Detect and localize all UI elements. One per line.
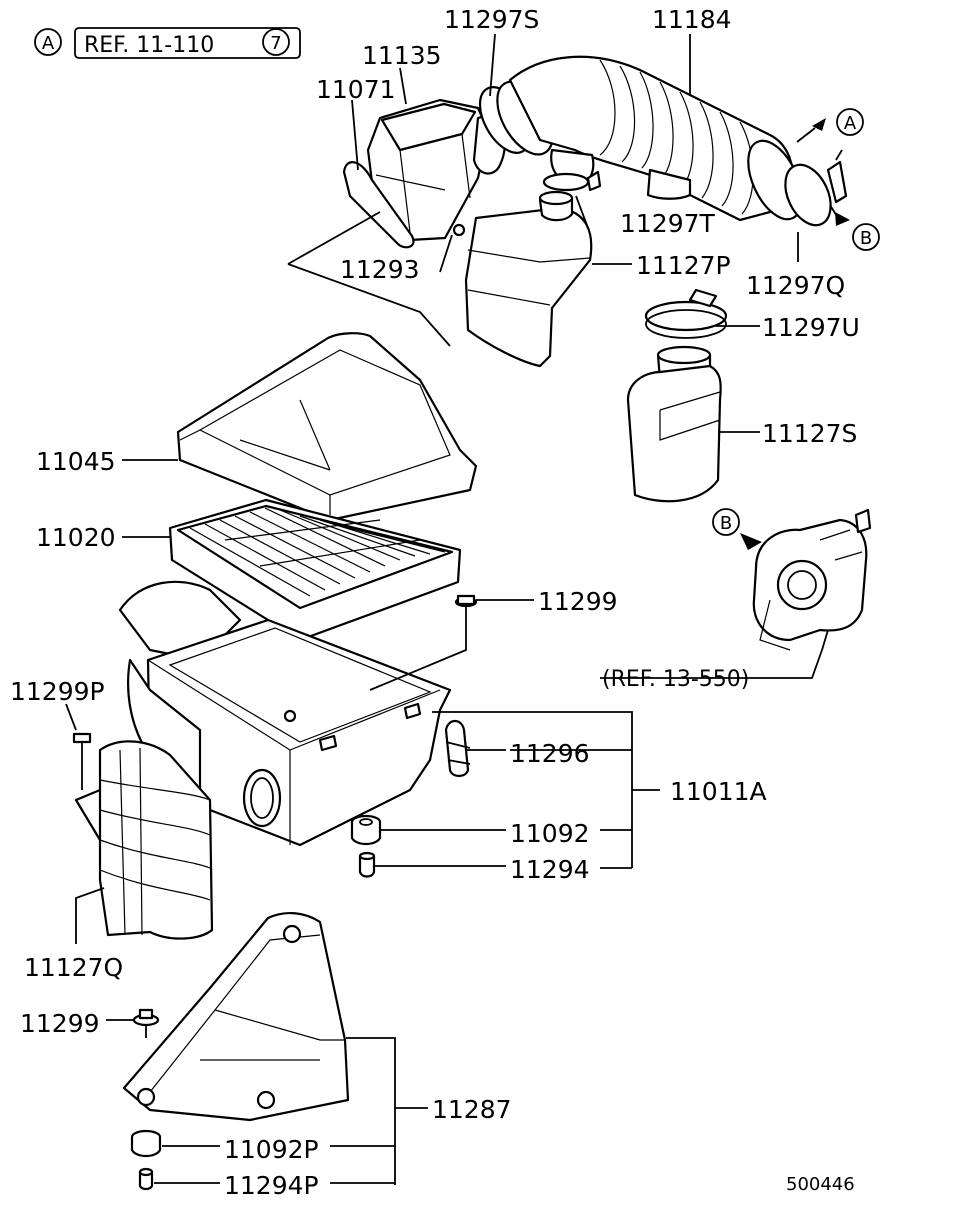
label-11127s: 11127S [762,419,857,448]
collar-11294p [138,1167,154,1191]
air-cleaner-cover [176,332,478,522]
ref-bottom-marker-b: B [720,513,732,534]
label-11287: 11287 [432,1095,512,1124]
label-11296: 11296 [510,739,590,768]
bolt-11299-lower [132,1008,160,1038]
label-11299p: 11299P [10,677,105,706]
label-11299-upper: 11299 [538,587,618,616]
ref-marker-a: A [42,33,55,54]
throttle-body: B [712,508,872,651]
collar-11294 [358,851,376,878]
small-hose [542,148,602,192]
label-11071: 11071 [316,75,396,104]
label-11297u: 11297U [762,313,860,342]
diagram-id: 500446 [786,1174,855,1195]
ref-top: A REF. 11-110 7 [34,27,301,59]
label-11294: 11294 [510,855,590,884]
label-11092p: 11092P [224,1135,319,1164]
label-11299-lower: 11299 [20,1009,100,1038]
label-11020: 11020 [36,523,116,552]
arrow-markers: A B [836,108,880,251]
ref-bottom-text: (REF. 13-550) [602,667,749,692]
air-filter-element [168,498,462,642]
grommet-11092p [130,1129,162,1158]
resonator-11127p [464,190,593,368]
ref-marker-a-circle [34,28,62,56]
bracket-11287 [122,912,350,1122]
label-11297q: 11297Q [746,271,845,300]
label-11294p: 11294P [224,1171,319,1200]
resonator-11127q [74,740,214,940]
ref-top-text: REF. 11-110 [84,33,214,58]
arrow-label-b: B [860,228,872,249]
label-11092: 11092 [510,819,590,848]
label-11045: 11045 [36,447,116,476]
bolt-11299-upper [454,594,478,626]
label-11293: 11293 [340,255,420,284]
grommet-11092 [350,814,382,846]
ref-num-circle [262,28,290,56]
resonator-11127s [626,288,728,503]
label-11135: 11135 [362,41,442,70]
ref-num: 7 [270,33,281,54]
leader-lines [65,33,829,1185]
bolt-11299p [72,732,92,790]
clip-11296 [444,719,471,778]
air-flow-sensor [342,80,554,249]
label-11127p: 11127P [636,251,731,280]
label-11011a: 11011A [670,777,767,806]
label-11297s: 11297S [444,5,539,34]
part-labels: 11297S 11184 11135 11071 11297T 11293 11… [10,5,860,1200]
arrow-label-a: A [844,113,857,134]
label-11184: 11184 [652,5,732,34]
label-11127q: 11127Q [24,953,123,982]
ref-top-box [74,27,301,59]
intake-hose [508,55,850,227]
label-11297t: 11297T [620,209,716,238]
